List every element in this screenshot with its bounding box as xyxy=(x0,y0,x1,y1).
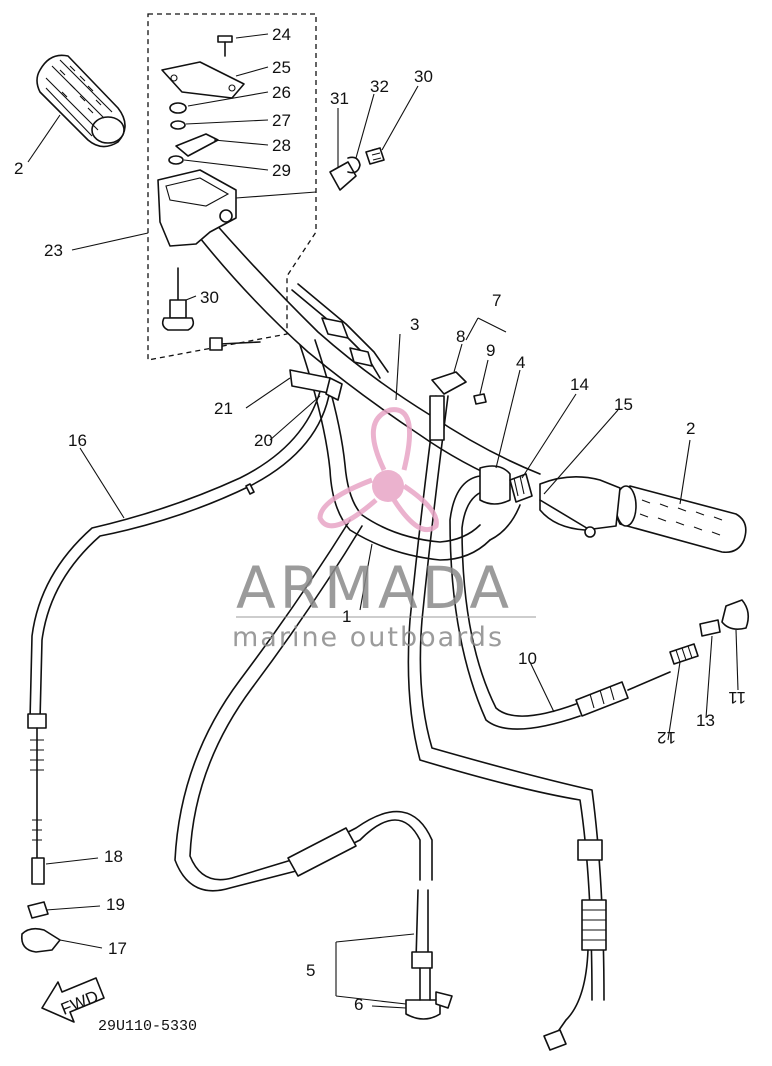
callout-27: 28 xyxy=(272,136,291,155)
callout-5: 5 xyxy=(306,961,315,980)
callout-19: 19 xyxy=(106,895,125,914)
callout-9: 9 xyxy=(486,341,495,360)
callout-13: 13 xyxy=(696,711,715,730)
callout-2-right: 2 xyxy=(686,419,695,438)
callout-28: 29 xyxy=(272,161,291,180)
callout-32: 32 xyxy=(370,77,389,96)
diagram-code: 29U110-5330 xyxy=(98,1018,197,1035)
callout-31: 30 xyxy=(414,67,433,86)
callout-7: 7 xyxy=(492,291,501,310)
callout-3: 3 xyxy=(410,315,419,334)
throttle-housing-assembly xyxy=(157,35,245,331)
callout-24: 25 xyxy=(272,58,291,77)
callout-12: 12 xyxy=(657,728,676,747)
leader-lines xyxy=(27,33,739,1009)
callout-8: 8 xyxy=(456,327,465,346)
lever-clip-parts xyxy=(329,147,385,191)
callout-26: 27 xyxy=(272,111,291,130)
left-grip xyxy=(36,54,126,148)
armada-watermark: ARMADA marine outboards xyxy=(232,407,536,653)
callout-11: 11 xyxy=(728,688,746,707)
callout-14: 14 xyxy=(570,375,589,394)
callout-16: 16 xyxy=(68,431,87,450)
callout-15: 15 xyxy=(614,395,633,414)
callout-22: 23 xyxy=(44,241,63,260)
callout-25: 26 xyxy=(272,83,291,102)
callout-2-left: 2 xyxy=(14,159,23,178)
callout-10: 10 xyxy=(518,649,537,668)
callout-1: 1 xyxy=(342,607,351,626)
watermark-title: ARMADA xyxy=(236,554,513,622)
callout-18: 18 xyxy=(104,847,123,866)
right-grip xyxy=(539,476,747,554)
handlebar xyxy=(199,221,541,561)
watermark-subtitle: marine outboards xyxy=(232,622,504,653)
callout-29: 30 xyxy=(200,288,219,307)
callout-6: 6 xyxy=(354,995,363,1014)
callout-23: 24 xyxy=(272,25,291,44)
cables xyxy=(20,283,750,1051)
callout-30: 31 xyxy=(330,89,349,108)
fwd-arrow-icon: FWD xyxy=(41,977,105,1023)
callout-21: 21 xyxy=(214,399,233,418)
callout-17: 17 xyxy=(108,939,127,958)
callout-4: 4 xyxy=(516,353,525,372)
callout-20: 20 xyxy=(254,431,273,450)
callout-labels: 24 25 26 27 28 29 23 30 31 32 30 2 3 7 8… xyxy=(14,25,746,1014)
armada-propeller-logo-icon xyxy=(317,407,439,533)
